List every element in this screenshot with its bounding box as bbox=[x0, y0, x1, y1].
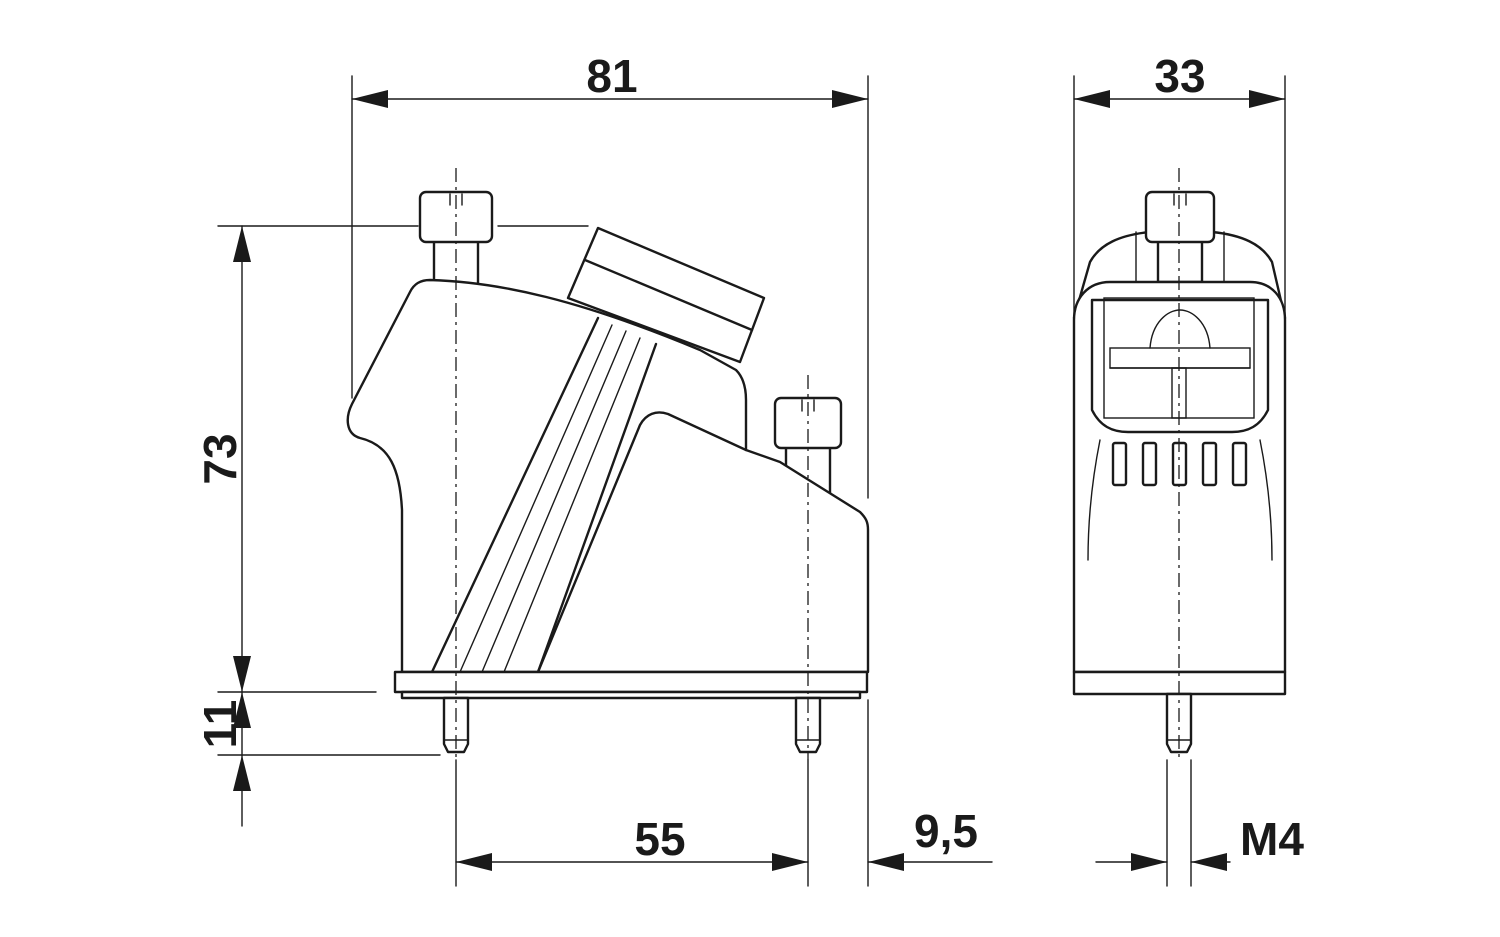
dim-label-side-width: 81 bbox=[586, 50, 637, 102]
dim-label-thread: M4 bbox=[1240, 813, 1304, 865]
dim-label-side-height: 73 bbox=[194, 433, 246, 484]
dim-label-pin-length: 11 bbox=[194, 700, 246, 749]
front-knob bbox=[1149, 309, 1211, 349]
side-view bbox=[346, 168, 870, 760]
dim-label-pin-spacing: 55 bbox=[634, 813, 685, 865]
front-pin bbox=[1165, 692, 1193, 754]
dimension-lines bbox=[217, 75, 1286, 887]
side-top-block bbox=[566, 226, 766, 364]
side-pins bbox=[442, 696, 822, 754]
front-contour-left bbox=[1087, 439, 1101, 561]
side-front-panel bbox=[536, 411, 748, 674]
dim-label-pin-offset: 9,5 bbox=[914, 805, 978, 857]
side-base-plate bbox=[393, 670, 869, 694]
front-recess bbox=[1090, 298, 1270, 434]
front-contour-right bbox=[1259, 439, 1273, 561]
front-screw bbox=[1135, 190, 1225, 284]
dim-label-front-width: 33 bbox=[1154, 50, 1205, 102]
side-cable-ribs bbox=[430, 316, 658, 674]
side-base-plate-lower bbox=[400, 690, 862, 700]
front-view bbox=[1072, 168, 1287, 760]
